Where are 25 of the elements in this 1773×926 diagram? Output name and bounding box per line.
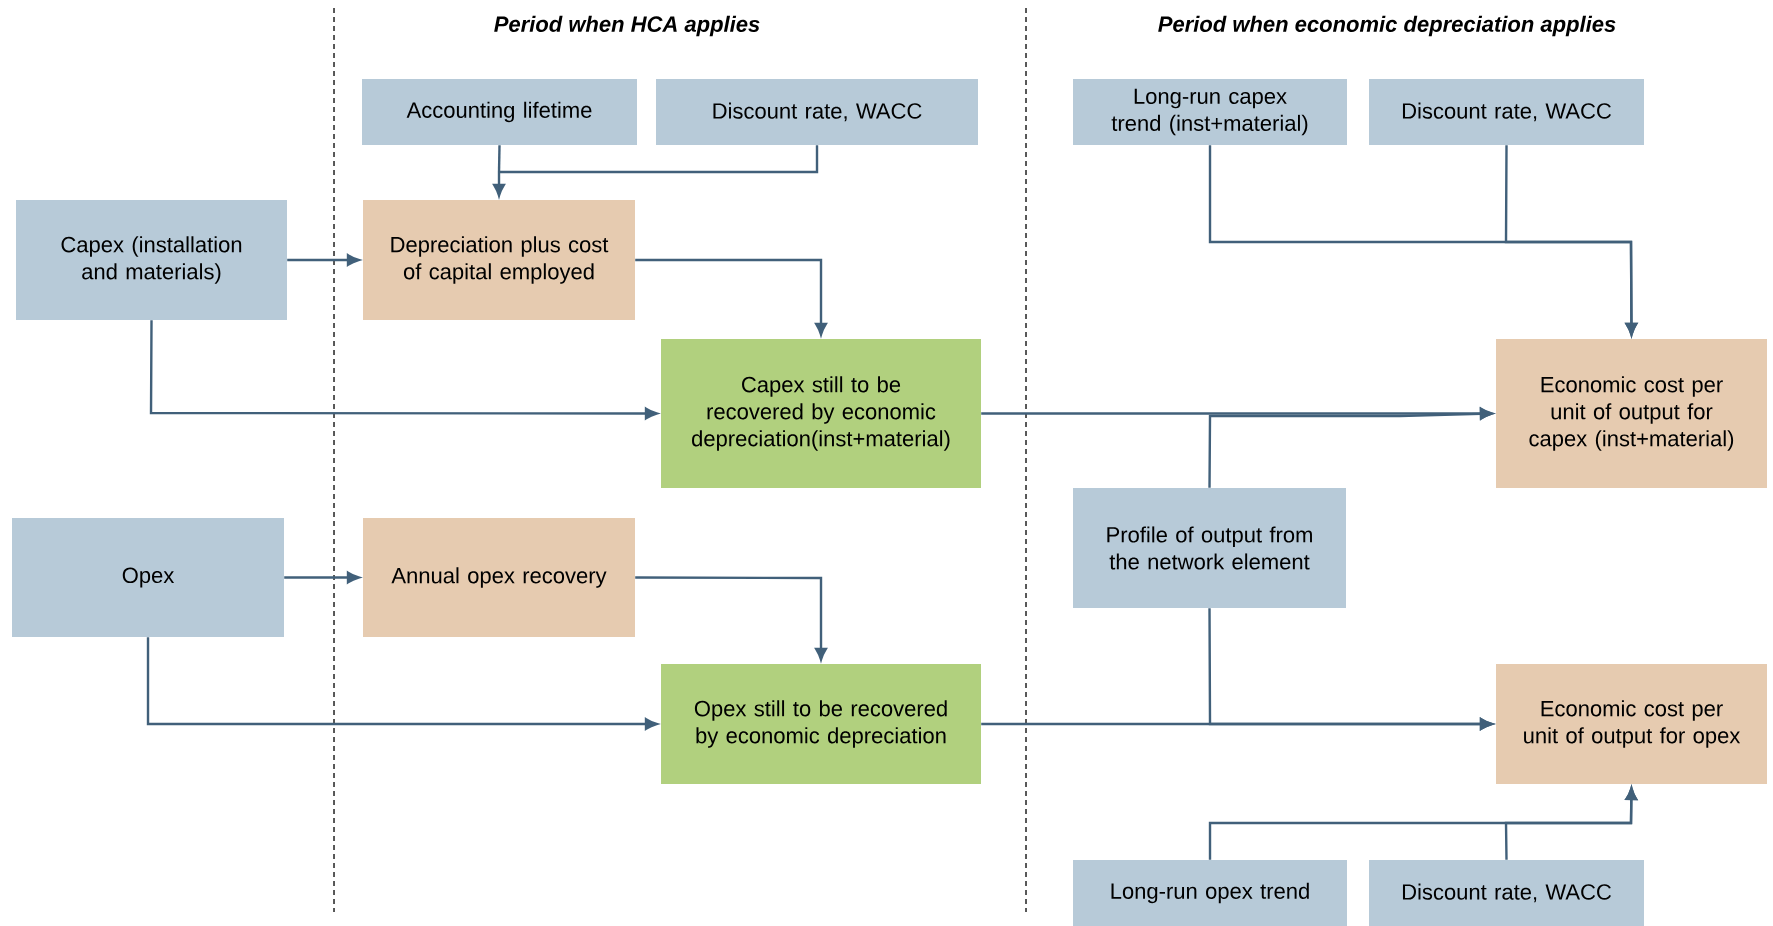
arrow [635,576,827,661]
calculation-box: Economic cost per unit of output for opex [1496,664,1767,784]
input-box: Long-run capex trend (inst+material) [1073,79,1347,145]
arrow [146,637,658,730]
input-box: Discount rate, WACC [1369,860,1644,926]
input-box: Accounting lifetime [362,79,637,145]
connector-line [497,145,501,173]
connector-line [499,145,819,174]
section-heading: Period when economic depreciation applies [1158,15,1616,37]
arrow [493,172,505,197]
calculation-box: Economic cost per unit of output for capex (inst+material) [1496,339,1767,488]
calculation-box: Depreciation plus cost of capital employed [363,200,635,320]
result-box: Capex still to be recovered by economic depreciation(inst+material) [661,339,981,488]
arrow [287,254,360,266]
arrow [1208,608,1493,730]
input-box: Capex (installation and materials) [16,200,287,320]
calculation-box: Annual opex recovery [363,518,635,637]
input-box: Opex [12,518,284,637]
section-heading: Period when HCA applies [494,15,760,37]
input-box: Profile of output from the network element [1073,488,1346,608]
result-box: Opex still to be recovered by economic depreciation [661,664,981,784]
input-box: Long-run opex trend [1073,860,1347,926]
arrow [635,258,827,336]
input-box: Discount rate, WACC [656,79,978,145]
input-box: Discount rate, WACC [1369,79,1644,145]
